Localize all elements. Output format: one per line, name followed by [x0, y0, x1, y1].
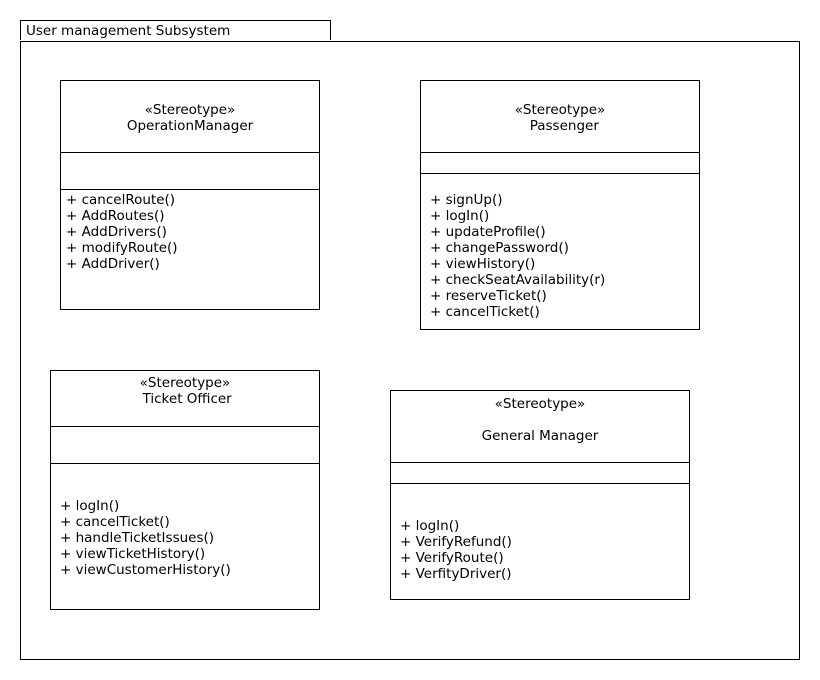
operations-list: + signUp() + logIn() + updateProfile() +… — [430, 192, 699, 320]
class-operation-manager[interactable]: «Stereotype» OperationManager + cancelRo… — [60, 80, 320, 310]
operation: + handleTicketIssues() — [60, 530, 215, 546]
operations-list: + logIn() + cancelTicket() + handleTicke… — [60, 498, 319, 578]
class-header: «Stereotype» General Manager — [391, 396, 689, 444]
operation: + cancelTicket() — [60, 514, 170, 530]
operation: + updateProfile() — [430, 224, 546, 240]
class-name: Passenger — [521, 118, 599, 134]
operation: + AddDrivers() — [66, 224, 167, 240]
operation: + logIn() — [400, 518, 460, 534]
operation: + logIn() — [60, 498, 120, 514]
class-name: OperationManager — [126, 118, 254, 134]
class-name: Ticket Officer — [138, 391, 232, 407]
operation: + VerifyRoute() — [400, 550, 504, 566]
attributes-divider — [421, 152, 699, 153]
class-general-manager[interactable]: «Stereotype» General Manager + logIn() +… — [390, 390, 690, 600]
class-header: «Stereotype» OperationManager — [61, 102, 319, 134]
class-stereotype: «Stereotype» — [514, 102, 606, 118]
attributes-divider — [61, 152, 319, 153]
header-spacer — [391, 412, 689, 428]
operation: + viewCustomerHistory() — [60, 562, 231, 578]
package-tab: User management Subsystem — [20, 20, 331, 40]
operation: + checkSeatAvailability(r) — [430, 272, 606, 288]
operation: + viewTicketHistory() — [60, 546, 206, 562]
operation: + logIn() — [430, 208, 490, 224]
class-header: «Stereotype» Ticket Officer — [51, 375, 319, 407]
package-title: User management Subsystem — [26, 23, 231, 39]
operation: + modifyRoute() — [66, 240, 178, 256]
operation: + AddRoutes() — [66, 208, 165, 224]
operations-divider — [51, 463, 319, 464]
operations-divider — [421, 173, 699, 174]
operations-divider — [391, 483, 689, 484]
operation: + cancelRoute() — [66, 192, 176, 208]
class-passenger[interactable]: «Stereotype» Passenger + signUp() + logI… — [420, 80, 700, 330]
attributes-divider — [51, 426, 319, 427]
operations-divider — [61, 189, 319, 190]
class-stereotype: «Stereotype» — [139, 375, 231, 391]
class-ticket-officer[interactable]: «Stereotype» Ticket Officer + logIn() + … — [50, 370, 320, 610]
operation: + cancelTicket() — [430, 304, 540, 320]
class-name: General Manager — [481, 428, 599, 444]
operation: + signUp() — [430, 192, 503, 208]
operation: + VerifyRefund() — [400, 534, 512, 550]
operations-list: + cancelRoute() + AddRoutes() + AddDrive… — [66, 192, 319, 272]
operation: + AddDriver() — [66, 256, 160, 272]
class-stereotype: «Stereotype» — [144, 102, 236, 118]
operation: + VerfityDriver() — [400, 566, 512, 582]
class-header: «Stereotype» Passenger — [421, 102, 699, 134]
operation: + changePassword() — [430, 240, 569, 256]
operation: + reserveTicket() — [430, 288, 547, 304]
class-stereotype: «Stereotype» — [494, 396, 586, 412]
operation: + viewHistory() — [430, 256, 536, 272]
operations-list: + logIn() + VerifyRefund() + VerifyRoute… — [400, 518, 689, 582]
attributes-divider — [391, 462, 689, 463]
